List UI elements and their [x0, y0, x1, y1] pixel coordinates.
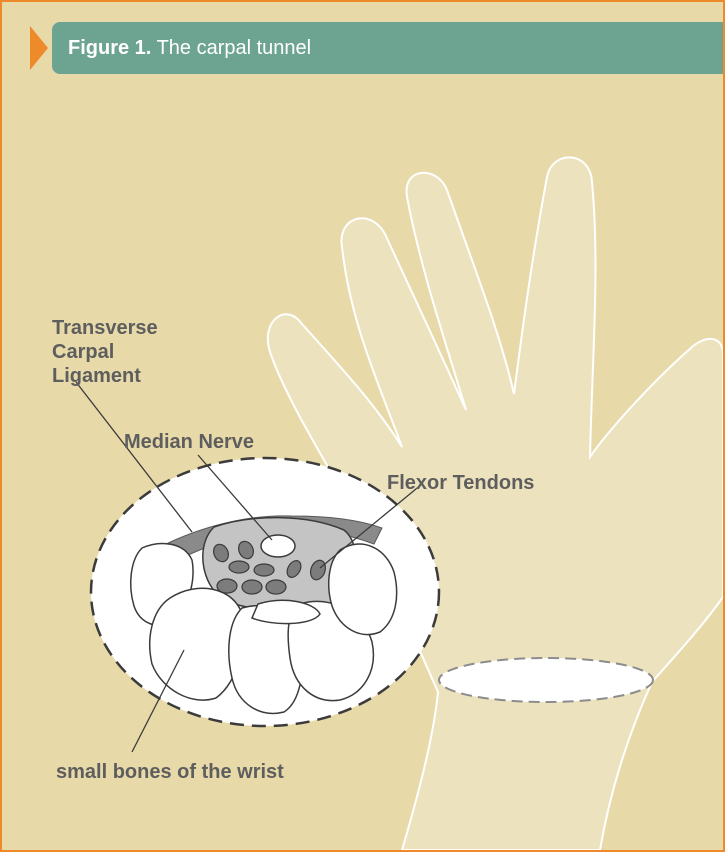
label-flexor-tendons: Flexor Tendons: [387, 472, 534, 494]
flexor-tendon: [266, 580, 286, 594]
flexor-tendon: [217, 579, 237, 593]
flexor-tendon: [254, 564, 274, 576]
label-transverse-carpal-ligament-3: Ligament: [52, 365, 141, 387]
flexor-tendon: [229, 561, 249, 573]
flexor-tendon: [242, 580, 262, 594]
wrist-section-marker: [439, 658, 653, 702]
label-transverse-carpal-ligament-2: Carpal: [52, 341, 114, 363]
label-small-bones: small bones of the wrist: [56, 761, 284, 783]
median-nerve: [261, 535, 295, 557]
label-transverse-carpal-ligament-1: Transverse: [52, 317, 158, 339]
label-median-nerve: Median Nerve: [124, 431, 254, 453]
